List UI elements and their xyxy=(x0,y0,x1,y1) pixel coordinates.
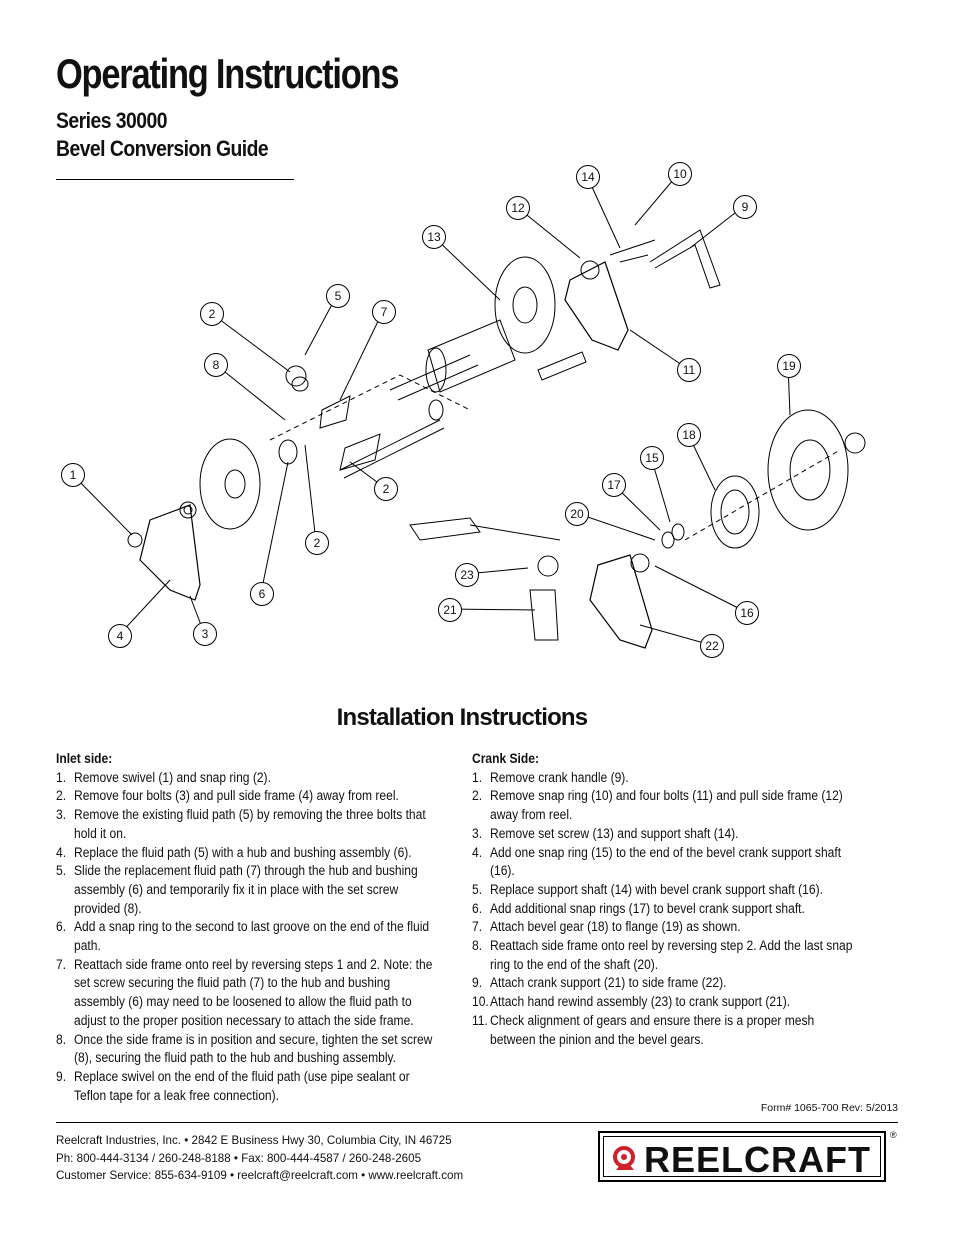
list-item: 11.Check alignment of gears and ensure t… xyxy=(472,1012,815,1047)
address-line: Reelcraft Industries, Inc. • 2842 E Busi… xyxy=(56,1134,452,1147)
reel-logo-icon xyxy=(613,1146,635,1170)
list-item: 5.Slide the replacement fluid path (7) t… xyxy=(56,863,418,916)
callout-2c: 2 xyxy=(305,531,329,555)
callout-18: 18 xyxy=(677,423,701,447)
callout-22: 22 xyxy=(700,634,724,658)
crank-side-section: Crank Side: 1.Remove crank handle (9). 2… xyxy=(472,750,861,1049)
list-item: 3.Remove set screw (13) and support shaf… xyxy=(472,825,739,841)
footer-divider xyxy=(56,1122,898,1123)
callout-23: 23 xyxy=(455,563,479,587)
callout-7: 7 xyxy=(372,300,396,324)
callout-17: 17 xyxy=(602,473,626,497)
list-item: 1.Remove crank handle (9). xyxy=(472,769,629,785)
callout-1: 1 xyxy=(61,463,85,487)
list-item: 1.Remove swivel (1) and snap ring (2). xyxy=(56,769,271,785)
callout-8: 8 xyxy=(204,353,228,377)
callout-5: 5 xyxy=(326,284,350,308)
callout-19: 19 xyxy=(777,354,801,378)
list-item: 5.Replace support shaft (14) with bevel … xyxy=(472,881,823,897)
list-item: 4.Replace the fluid path (5) with a hub … xyxy=(56,844,412,860)
crank-steps: 1.Remove crank handle (9). 2.Remove snap… xyxy=(472,769,861,1050)
callout-15: 15 xyxy=(640,446,664,470)
inlet-side-section: Inlet side: 1.Remove swivel (1) and snap… xyxy=(56,750,443,1105)
callout-11: 11 xyxy=(677,358,701,382)
callout-20: 20 xyxy=(565,502,589,526)
callout-10: 10 xyxy=(668,162,692,186)
callout-6: 6 xyxy=(250,582,274,606)
list-item: 9.Attach crank support (21) to side fram… xyxy=(472,975,727,991)
installation-title: Installation Instructions xyxy=(336,704,589,731)
crank-heading: Crank Side: xyxy=(472,751,539,766)
form-number: Form# 1065-700 Rev: 5/2013 xyxy=(760,1102,898,1114)
page-title: Operating Instructions xyxy=(56,50,399,97)
reelcraft-logo: REELCRAFT xyxy=(598,1131,886,1182)
list-item: 8.Reattach side frame onto reel by rever… xyxy=(472,938,853,972)
callout-2: 2 xyxy=(200,302,224,326)
phone-line: Ph: 800-444-3134 / 260-248-8188 • Fax: 8… xyxy=(56,1151,422,1165)
callout-21: 21 xyxy=(438,598,462,622)
list-item: 6.Add additional snap rings (17) to beve… xyxy=(472,900,805,916)
series-subtitle: Series 30000 xyxy=(56,108,168,133)
callout-14: 14 xyxy=(576,165,600,189)
list-item: 8.Once the side frame is in position and… xyxy=(56,1031,433,1066)
registered-mark: ® xyxy=(890,1130,897,1140)
title-divider xyxy=(56,179,294,180)
list-item: 4.Add one snap ring (15) to the end of t… xyxy=(472,844,842,879)
list-item: 6.Add a snap ring to the second to last … xyxy=(56,919,430,954)
list-item: 2.Remove snap ring (10) and four bolts (… xyxy=(472,788,843,823)
list-item: 3.Remove the existing fluid path (5) by … xyxy=(56,807,426,841)
list-item: 7.Attach bevel gear (18) to flange (19) … xyxy=(472,919,741,935)
list-item: 7.Reattach side frame onto reel by rever… xyxy=(56,956,433,1028)
callout-16: 16 xyxy=(735,601,759,625)
callout-13: 13 xyxy=(422,225,446,249)
inlet-heading: Inlet side: xyxy=(56,751,113,766)
list-item: 9.Replace swivel on the end of the fluid… xyxy=(56,1068,410,1103)
callout-9: 9 xyxy=(733,195,757,219)
exploded-parts-diagram xyxy=(71,172,866,649)
callout-2b: 2 xyxy=(374,477,398,501)
company-address: Reelcraft Industries, Inc. • 2842 E Busi… xyxy=(56,1132,463,1185)
guide-subtitle: Bevel Conversion Guide xyxy=(56,136,269,161)
callout-12: 12 xyxy=(506,196,530,220)
contact-line: Customer Service: 855-634-9109 • reelcra… xyxy=(56,1169,464,1182)
list-item: 10.Attach hand rewind assembly (23) to c… xyxy=(472,994,791,1010)
inlet-steps: 1.Remove swivel (1) and snap ring (2). 2… xyxy=(56,769,443,1106)
list-item: 2.Remove four bolts (3) and pull side fr… xyxy=(56,788,399,804)
logo-wordmark: REELCRAFT xyxy=(644,1139,871,1180)
callout-3: 3 xyxy=(193,622,217,646)
callout-4: 4 xyxy=(108,624,132,648)
